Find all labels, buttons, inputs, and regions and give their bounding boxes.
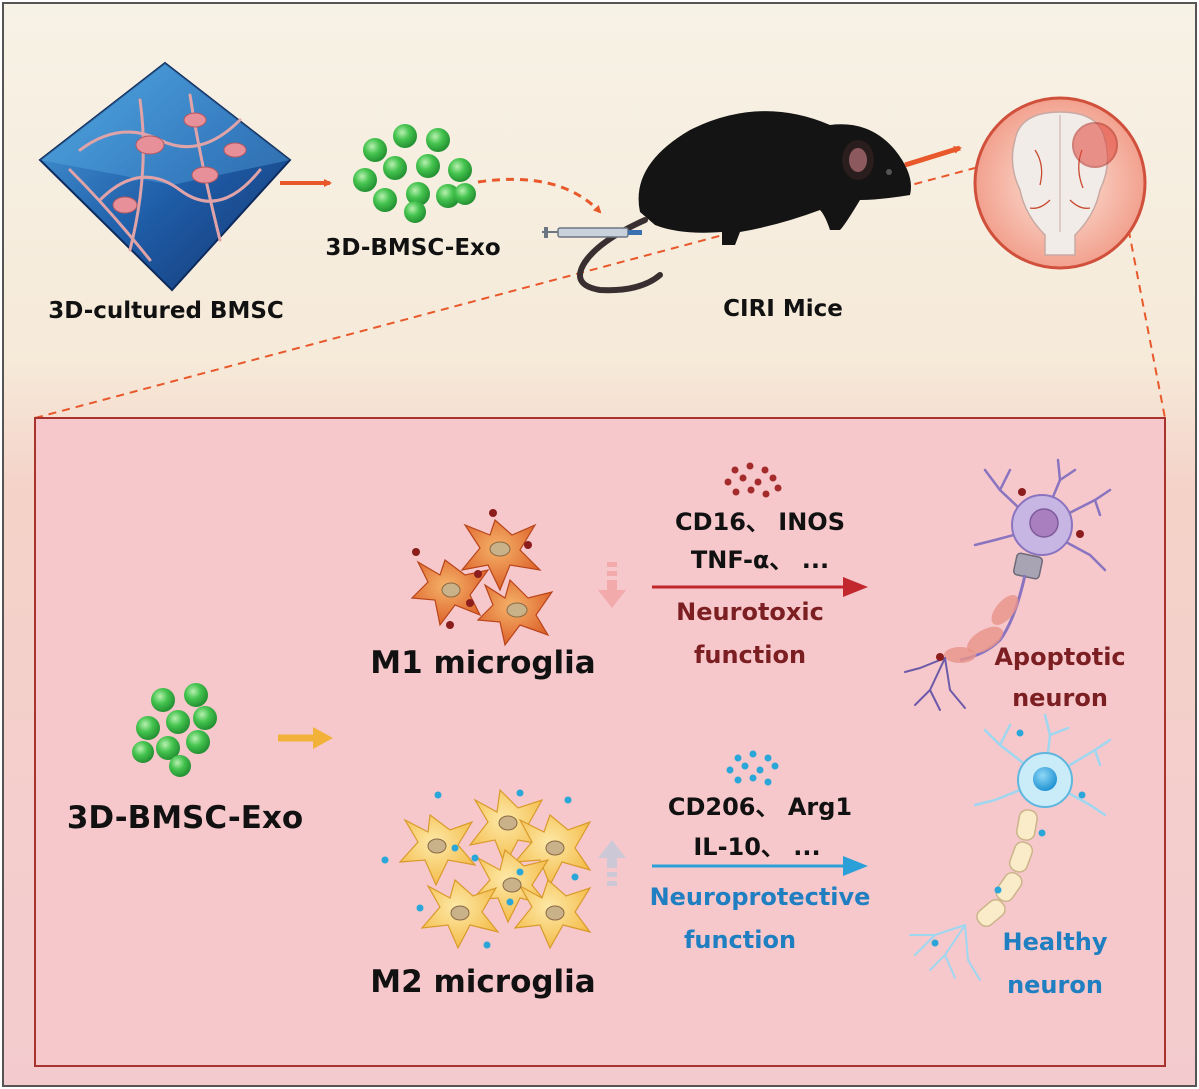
m2-effect-arrow-head	[843, 856, 868, 876]
m1-decrease-arrow	[598, 562, 626, 608]
m2-function-line2: function	[683, 926, 797, 954]
m1-markers-line2: TNF-α、 ...	[690, 546, 830, 574]
apoptotic-neuron-line1: Apoptotic	[994, 643, 1126, 671]
bmsc-cube-icon	[38, 61, 292, 292]
m1-function-line2: function	[693, 641, 807, 669]
healthy-neuron-line1: Healthy	[1002, 928, 1108, 956]
mechanism-panel	[34, 417, 1166, 1067]
exosome-cluster-bottom-icon	[132, 683, 217, 777]
m2-markers-line2: IL-10、 ...	[693, 833, 821, 861]
bmsc-label: 3D-cultured BMSC	[48, 298, 284, 324]
bottom-exo-label: 3D-BMSC-Exo	[66, 800, 304, 836]
m1-microglia-icon	[410, 509, 554, 647]
mice-label: CIRI Mice	[723, 296, 843, 322]
m1-function-line1: Neurotoxic	[676, 598, 824, 626]
healthy-neuron-icon	[909, 713, 1112, 981]
m1-effect-arrow-head	[843, 577, 868, 597]
healthy-neuron-line2: neuron	[1007, 971, 1103, 999]
apoptotic-neuron-line2: neuron	[1012, 684, 1108, 712]
m2-markers-line1: CD206、 Arg1	[667, 793, 853, 821]
syringe-icon	[542, 227, 642, 238]
m1-markers-line1: CD16、 INOS	[675, 508, 845, 536]
arrow-exo-to-microglia-head	[313, 727, 333, 749]
brain-icon	[973, 96, 1147, 270]
apoptotic-neuron-icon	[904, 458, 1112, 711]
m2-title: M2 microglia	[370, 964, 596, 1000]
m1-title: M1 microglia	[370, 645, 596, 681]
m2-cytokine-dots	[726, 750, 779, 786]
m2-function-line1: Neuroprotective	[649, 883, 871, 911]
injection-arrow	[477, 177, 602, 214]
exosome-cluster-top-icon	[353, 124, 476, 223]
m2-increase-arrow	[598, 840, 626, 886]
top-exo-label: 3D-BMSC-Exo	[325, 235, 501, 261]
m1-cytokine-dots	[724, 462, 782, 498]
arrow-mouse-to-brain	[904, 145, 962, 168]
m2-microglia-icon	[381, 788, 592, 950]
mouse-icon	[577, 111, 911, 294]
